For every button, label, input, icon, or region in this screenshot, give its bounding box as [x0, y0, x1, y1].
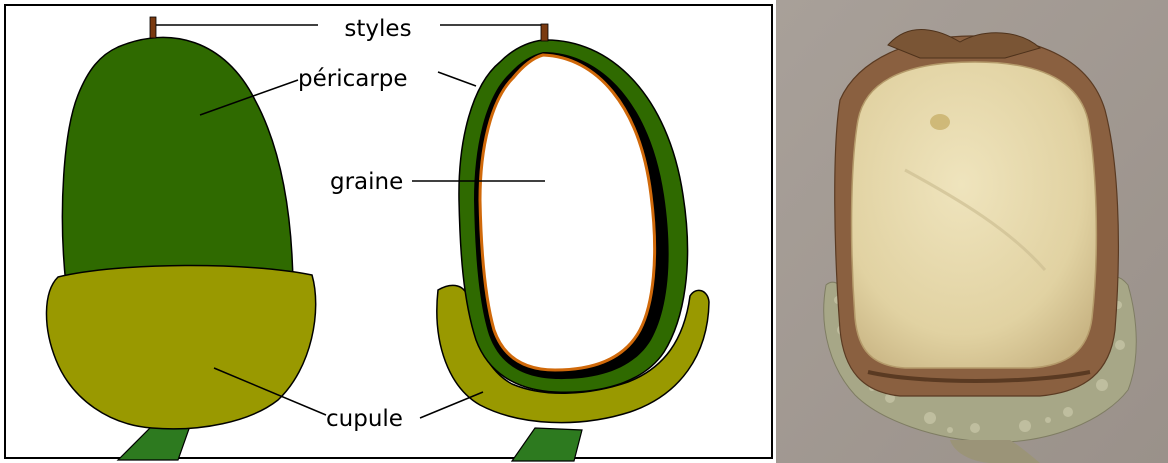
section-acorn-style	[541, 24, 548, 41]
label-cupule: cupule	[326, 406, 403, 432]
label-pericarpe: péricarpe	[298, 66, 408, 92]
photo-graine	[852, 62, 1097, 368]
label-graine: graine	[330, 169, 403, 195]
label-styles: styles	[344, 16, 411, 42]
photo-graine-spot	[930, 114, 950, 130]
whole-acorn-style	[150, 17, 156, 38]
acorn-section-photo	[776, 0, 1168, 463]
